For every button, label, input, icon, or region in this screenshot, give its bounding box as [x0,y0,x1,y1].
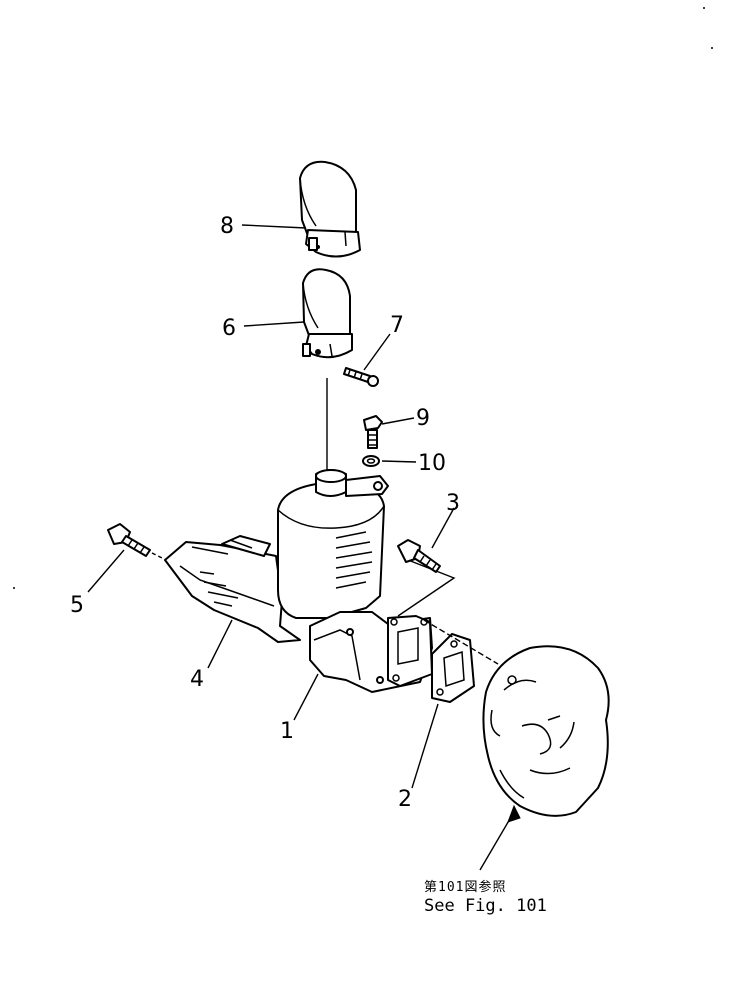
callout-7: 7 [390,313,404,338]
speck [711,47,713,49]
callout-5: 5 [70,593,84,618]
muffler [277,469,433,693]
callout-3: 3 [446,491,460,516]
callout-8: 8 [220,214,234,239]
callout-4: 4 [190,667,204,692]
bolt-3 [397,539,441,573]
callout-9: 9 [416,406,430,431]
turbocharger-housing [482,645,610,817]
speck [703,7,705,9]
reference-note-japanese: 第101図参照 [424,880,507,895]
bolt-9 [363,415,383,449]
speck [13,587,15,589]
reference-note-english: See Fig. 101 [424,896,547,916]
callout-1: 1 [280,719,294,744]
leader-lines [87,224,521,871]
gasket [431,633,475,703]
heat-shield [164,535,301,643]
callout-10: 10 [418,451,446,476]
callout-6: 6 [222,316,236,341]
rain-cap-lower [302,268,353,359]
callout-2: 2 [398,787,412,812]
bolt-5 [107,523,151,557]
clamp-bolt [343,367,379,387]
washer-10 [362,455,380,467]
flange-outline [397,559,456,617]
arrow-head [507,804,521,823]
rain-cap-upper [299,160,361,258]
gasket-alignment-line [423,619,499,665]
bolt-5-line [151,552,167,561]
